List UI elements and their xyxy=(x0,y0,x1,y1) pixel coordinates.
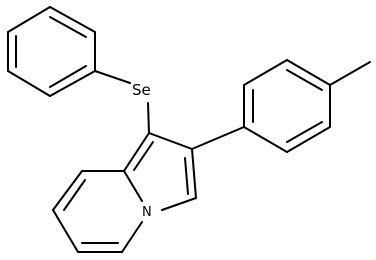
bond-phenyl-se xyxy=(94,70,131,84)
bond xyxy=(243,126,288,153)
bond xyxy=(286,59,331,86)
double-bond-inner xyxy=(133,141,154,171)
double-bond-inner xyxy=(49,65,87,88)
bond xyxy=(123,132,150,172)
pyridine-ring xyxy=(52,170,143,253)
double-bond-inner xyxy=(286,69,323,91)
nitrogen-atom-label: N xyxy=(142,205,152,220)
pyrrole-ring xyxy=(123,132,197,211)
bond xyxy=(148,132,193,150)
double-bond-inner xyxy=(49,16,87,38)
bond xyxy=(7,70,51,97)
phenyl-ring xyxy=(7,6,96,97)
bond xyxy=(161,197,197,211)
double-bond-inner xyxy=(286,121,323,143)
bond xyxy=(243,59,288,86)
bond-methyl xyxy=(329,61,371,86)
selenium-atom-label: Se xyxy=(132,81,151,99)
double-bond-inner xyxy=(63,179,86,211)
bond xyxy=(121,221,143,253)
bond xyxy=(49,70,96,97)
double-bond-inner xyxy=(184,157,189,195)
bond xyxy=(52,209,79,253)
bond xyxy=(191,148,197,199)
bond xyxy=(123,170,143,202)
bond-se-c1 xyxy=(147,102,150,134)
tolyl-ring xyxy=(243,59,331,153)
bond-c2-tolyl xyxy=(191,126,245,150)
bond xyxy=(52,170,83,211)
bond xyxy=(7,6,51,33)
bond xyxy=(49,6,96,33)
bond xyxy=(286,126,331,153)
